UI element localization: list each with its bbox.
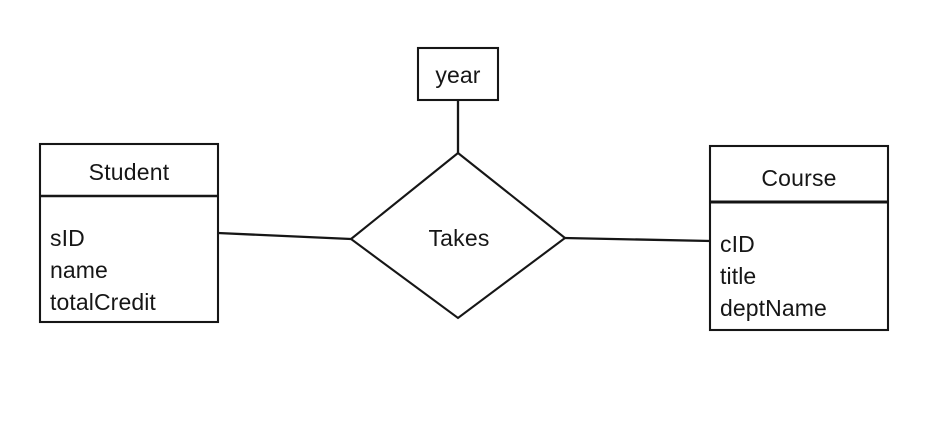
entity-student-attribute-sid: sID — [50, 225, 85, 251]
entity-course-attribute-deptname: deptName — [720, 295, 827, 321]
entity-student-title: Student — [89, 159, 170, 185]
relationship-takes-diamond — [349, 151, 567, 320]
attribute-year-box — [416, 46, 500, 102]
entity-student-attribute-name: name — [50, 257, 108, 283]
entity-student-attribute-totalcredit: totalCredit — [50, 289, 156, 315]
entity-course-box — [708, 144, 890, 332]
attribute-year[interactable]: year — [416, 46, 500, 102]
entity-course[interactable]: Course cID title deptName — [708, 144, 890, 332]
entity-student[interactable]: Student sID name totalCredit — [38, 142, 220, 324]
connector-student-to-takes — [217, 231, 352, 241]
relationship-takes-label: Takes — [428, 225, 489, 251]
entity-course-title: Course — [761, 165, 836, 191]
entity-student-box — [38, 142, 220, 324]
attribute-year-label: year — [435, 62, 480, 88]
relationship-takes[interactable]: Takes — [349, 151, 567, 320]
entity-course-attribute-cid: cID — [720, 231, 755, 257]
connector-takes-to-course — [563, 236, 712, 243]
entity-course-attribute-title: title — [720, 263, 756, 289]
